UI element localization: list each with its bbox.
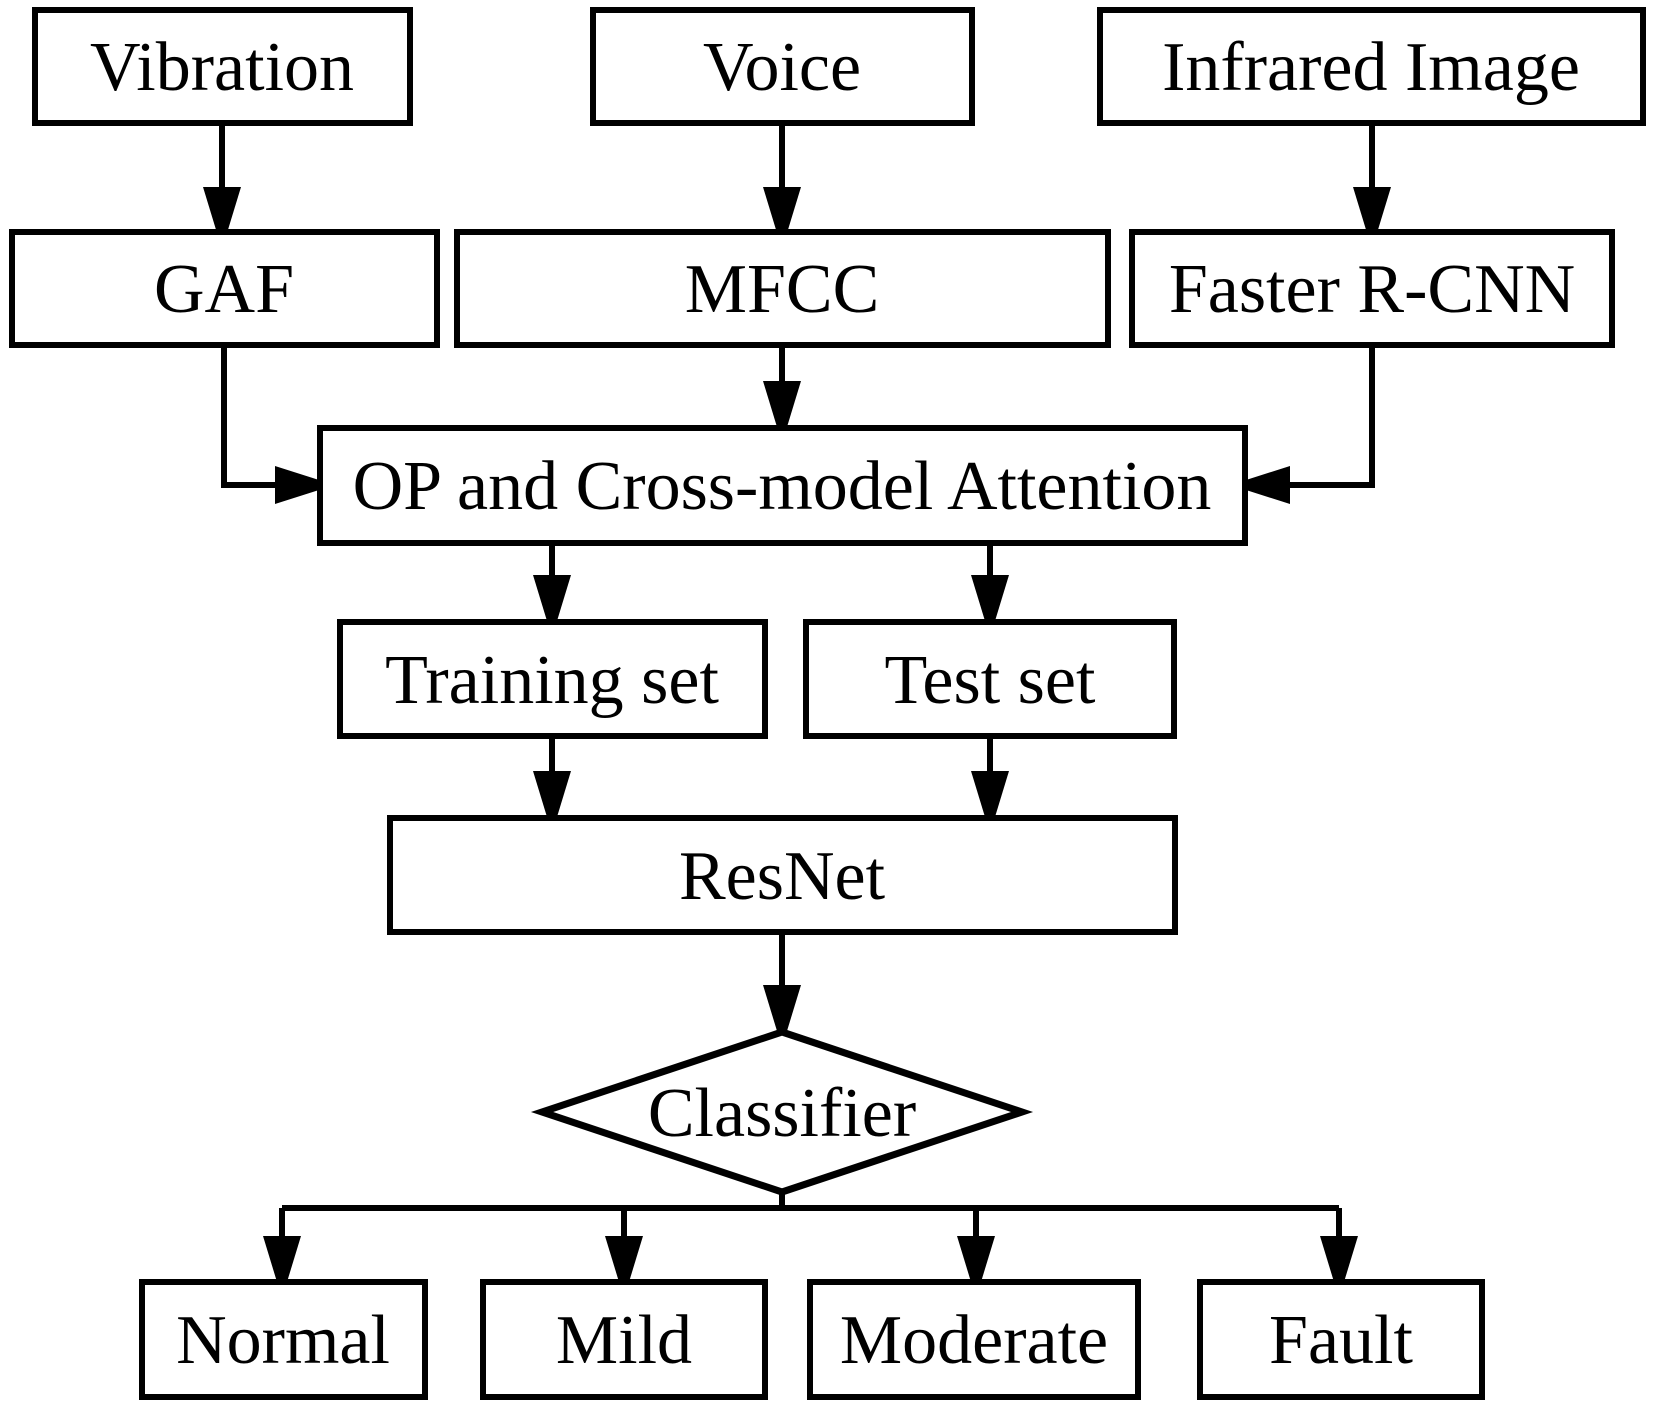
edge-resnet-to-classifier [763, 932, 801, 1031]
resnet-box [387, 815, 1178, 935]
node-infrared-image: Infrared Image [1097, 7, 1646, 126]
voice-box [590, 7, 975, 126]
fault-label: Fault [1269, 1302, 1413, 1379]
edge-classifier-branches [263, 1192, 1358, 1282]
edge-vibration-to-gaf [203, 123, 241, 233]
node-normal: Normal [139, 1279, 428, 1400]
arrow-down-icon [1353, 187, 1391, 233]
mfcc-label: MFCC [685, 251, 880, 328]
gaf-box [9, 229, 440, 348]
node-voice: Voice [590, 7, 975, 126]
moderate-box [807, 1279, 1141, 1400]
faster-rcnn-label: Faster R-CNN [1169, 251, 1575, 328]
node-mild: Mild [480, 1279, 768, 1400]
node-mfcc: MFCC [454, 229, 1111, 348]
infrared-image-label: Infrared Image [1162, 29, 1580, 106]
arrow-right-icon [275, 466, 319, 504]
classifier-label: Classifier [648, 1075, 916, 1152]
test-set-label: Test set [885, 642, 1096, 719]
normal-label: Normal [176, 1302, 390, 1379]
moderate-label: Moderate [840, 1302, 1108, 1379]
arrow-down-icon [533, 575, 571, 621]
classifier-diamond [530, 1028, 1034, 1196]
edge-line [221, 345, 277, 488]
node-fault: Fault [1197, 1279, 1485, 1400]
op-attention-box [317, 425, 1248, 546]
arrow-down-icon [533, 771, 571, 817]
edge-gaf-to-op [221, 345, 319, 504]
resnet-label: ResNet [679, 838, 886, 915]
mfcc-box [454, 229, 1111, 348]
node-gaf: GAF [9, 229, 440, 348]
edge-op-to-test-set [971, 543, 1009, 621]
arrow-down-icon [971, 575, 1009, 621]
normal-box [139, 1279, 428, 1400]
node-op-attention: OP and Cross-model Attention [317, 425, 1248, 546]
node-test-set: Test set [803, 619, 1177, 739]
infrared-image-box [1097, 7, 1646, 126]
arrow-left-icon [1246, 466, 1290, 504]
arrow-down-icon [763, 381, 801, 427]
arrow-down-icon [1320, 1236, 1358, 1282]
voice-label: Voice [703, 29, 861, 106]
arrow-down-icon [971, 771, 1009, 817]
edge-voice-to-mfcc [763, 123, 801, 233]
edge-test-set-to-resnet [971, 736, 1009, 817]
edge-line [279, 1192, 1342, 1237]
arrow-down-icon [763, 187, 801, 233]
edge-op-to-training-set [533, 543, 571, 621]
arrow-down-icon [957, 1236, 995, 1282]
vibration-label: Vibration [90, 29, 354, 106]
training-set-label: Training set [385, 642, 719, 719]
mild-box [480, 1279, 768, 1400]
node-vibration: Vibration [32, 7, 413, 126]
node-faster-rcnn: Faster R-CNN [1129, 229, 1615, 348]
node-classifier: Classifier [530, 1028, 1034, 1196]
node-resnet: ResNet [387, 815, 1178, 935]
edge-infrared-to-fasterrcnn [1353, 123, 1391, 233]
vibration-box [32, 7, 413, 126]
arrow-down-icon [203, 187, 241, 233]
training-set-box [337, 619, 768, 739]
fault-box [1197, 1279, 1485, 1400]
arrow-down-icon [605, 1236, 643, 1282]
node-training-set: Training set [337, 619, 768, 739]
arrow-down-icon [263, 1236, 301, 1282]
edge-fasterrcnn-to-op [1246, 345, 1375, 504]
faster-rcnn-box [1129, 229, 1615, 348]
mild-label: Mild [556, 1302, 692, 1379]
op-attention-label: OP and Cross-model Attention [353, 448, 1212, 525]
edge-training-set-to-resnet [533, 736, 571, 817]
edge-line [1288, 345, 1375, 488]
edge-mfcc-to-op [763, 345, 801, 427]
node-moderate: Moderate [807, 1279, 1141, 1400]
gaf-label: GAF [154, 251, 294, 328]
arrow-down-icon [763, 985, 801, 1031]
test-set-box [803, 619, 1177, 739]
